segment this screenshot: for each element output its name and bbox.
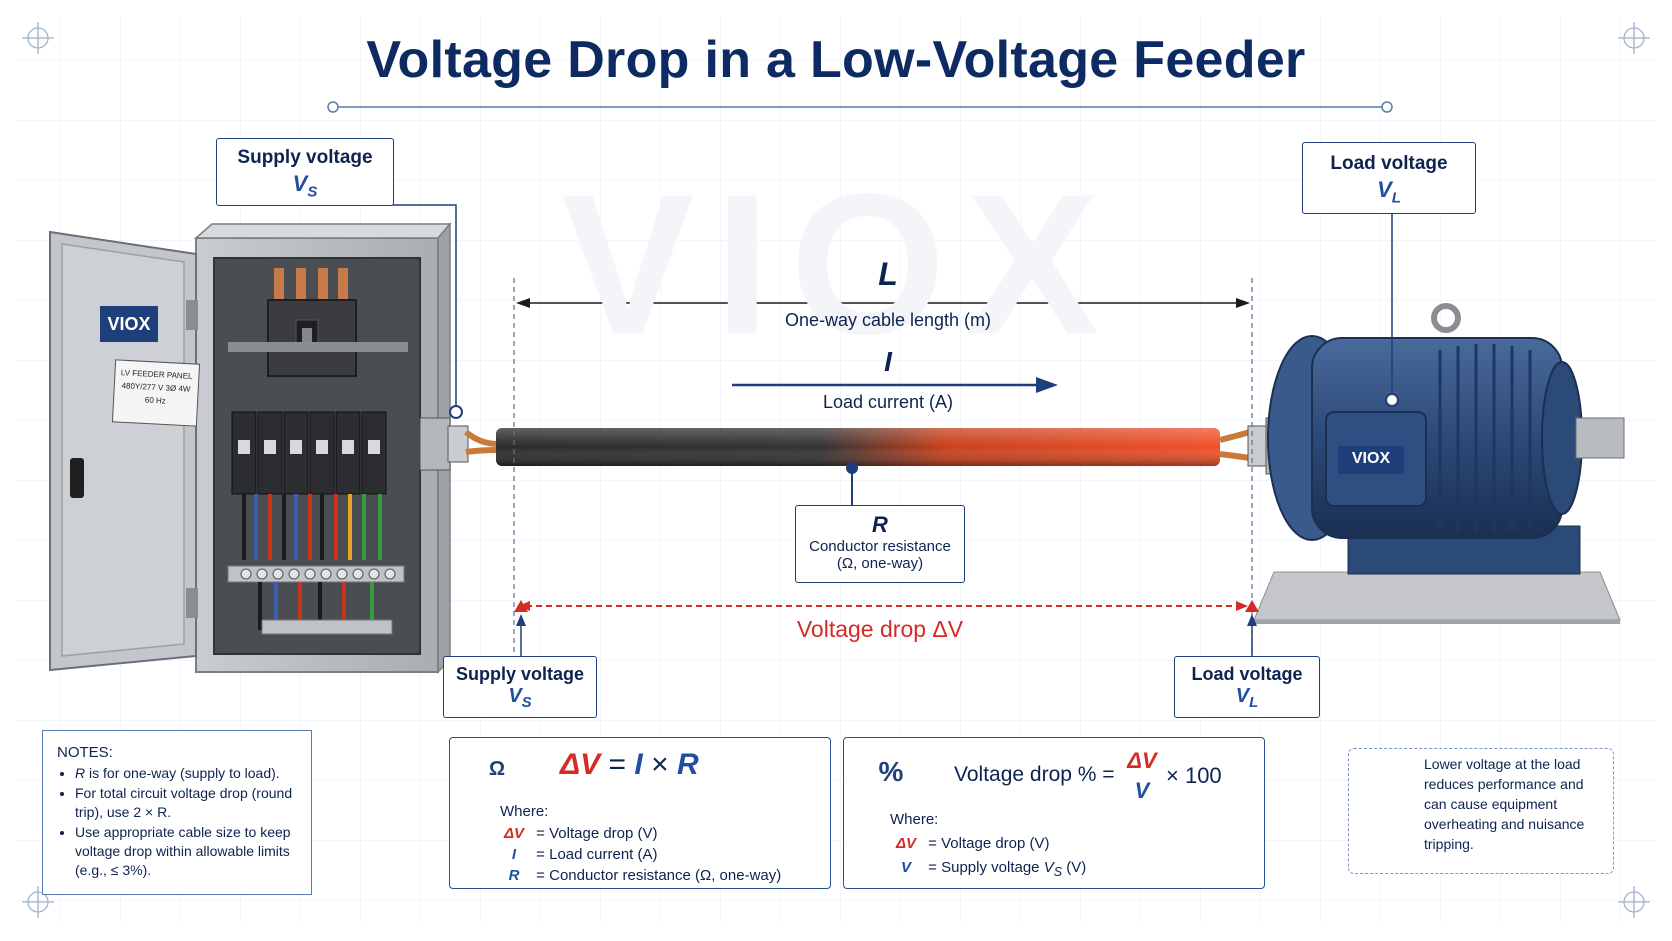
resistance-line-2: (Ω, one-way): [836, 555, 924, 572]
supply-top-symbol: VS: [292, 171, 318, 201]
formula-percent-numerator: ΔV: [1127, 748, 1157, 773]
info-note-text: Lower voltage at the load reduces perfor…: [1424, 756, 1585, 852]
load-bottom-label: Load voltage: [1191, 664, 1303, 684]
note-item-1: R is for one-way (supply to load).: [75, 764, 311, 783]
percent-glyph: %: [878, 756, 904, 787]
resistance-line-1: Conductor resistance: [809, 538, 951, 555]
length-caption: One-way cable length (m): [784, 310, 992, 330]
resistance-label: R Conductor resistance (Ω, one-way): [795, 505, 965, 583]
current-symbol: I: [884, 346, 892, 377]
resistance-symbol: R: [872, 512, 888, 537]
supply-bottom-symbol: VS: [508, 685, 532, 711]
formula-voltage-drop-box: [449, 737, 831, 889]
def2-row-dv: ΔV = Voltage drop (V): [895, 835, 1050, 852]
formula-times: ×: [651, 748, 669, 781]
load-bottom-symbol: VL: [1235, 685, 1259, 711]
load-top-symbol: VL: [1377, 177, 1401, 207]
watermark: VIOX: [561, 153, 1119, 376]
formula2-definitions: ΔV = Voltage drop (V) V = Supply voltage…: [888, 832, 1248, 884]
def2-row-v: V = Supply voltage VS (V): [900, 859, 1087, 879]
def-row-r: R = Conductor resistance (Ω, one-way): [508, 867, 782, 884]
formula-percent-lhs: Voltage drop % =: [954, 763, 1115, 786]
formula1-where: Where:: [500, 803, 549, 820]
formula-voltage-drop: ΔV = I × R: [560, 748, 780, 782]
electrical-panel: [49, 221, 469, 674]
panel-nameplate: LV FEEDER PANEL 480Y/277 V 3Ø 4W 60 Hz: [113, 366, 199, 409]
corner-marks: [22, 22, 1650, 918]
voltage-drop-label: Voltage drop ΔV: [796, 616, 964, 642]
load-voltage-bottom-label: Load voltage VL: [1174, 656, 1320, 718]
formula-i: I: [634, 748, 643, 781]
page-title: Voltage Drop in a Low-Voltage Feeder: [366, 31, 1306, 89]
supply-bottom-label: Supply voltage: [455, 664, 585, 684]
info-note-box: [1348, 748, 1614, 874]
formula-lhs: ΔV: [560, 748, 601, 781]
formula-percent-multiplier: × 100: [1166, 763, 1222, 788]
note-item-2: For total circuit voltage drop (round tr…: [75, 784, 311, 822]
load-top-label: Load voltage: [1330, 153, 1448, 174]
supply-voltage-bottom-label: Supply voltage VS: [443, 656, 597, 718]
def-row-i: I = Load current (A): [511, 846, 658, 863]
formula-percent-box: [843, 737, 1265, 889]
notes-box: NOTES: R is for one-way (supply to load)…: [42, 730, 312, 895]
panel-brand-logo: VIOX: [107, 314, 151, 334]
ohm-glyph: Ω: [488, 758, 506, 780]
notes-heading: NOTES:: [57, 744, 113, 761]
formula-percent-denominator: V: [1134, 778, 1150, 803]
formula2-where: Where:: [890, 811, 939, 828]
load-voltage-top-label: Load voltage VL: [1302, 142, 1476, 214]
supply-voltage-top-label: Supply voltage VS: [216, 138, 394, 206]
length-symbol: L: [878, 256, 898, 292]
def-row-dv: ΔV = Voltage drop (V): [503, 825, 658, 842]
formula1-definitions: ΔV = Voltage drop (V) I = Load current (…: [496, 823, 826, 886]
formula-r: R: [676, 748, 699, 781]
current-caption: Load current (A): [822, 392, 954, 412]
electric-motor: [1253, 303, 1625, 624]
motor-brand-logo: VIOX: [1351, 450, 1391, 467]
note-item-3: Use appropriate cable size to keep volta…: [75, 823, 311, 880]
supply-top-label: Supply voltage: [237, 147, 373, 168]
formula-equals: =: [608, 748, 627, 781]
